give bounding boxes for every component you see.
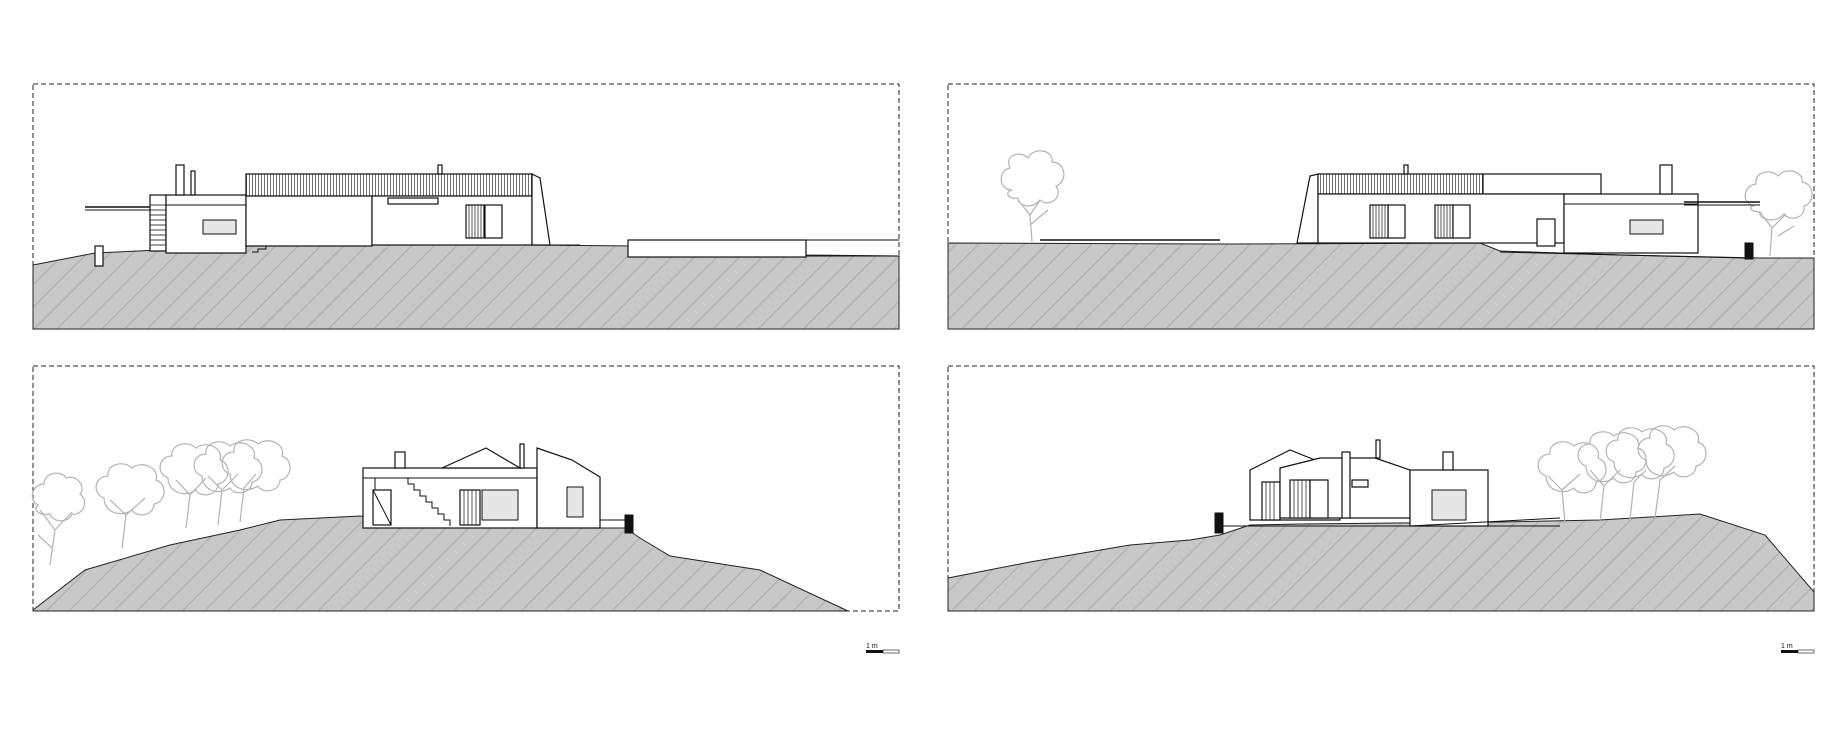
elevation-panel-top-right bbox=[947, 83, 1815, 330]
scale-bar-right: 1 m bbox=[1781, 643, 1815, 654]
tree-outline bbox=[1000, 150, 1065, 243]
house-elevation bbox=[1214, 439, 1561, 534]
house-elevation bbox=[1040, 164, 1760, 260]
scale-bar-left: 1 m bbox=[866, 643, 900, 654]
tree-outline bbox=[1744, 170, 1813, 257]
ground-section bbox=[947, 242, 1815, 330]
ground-section bbox=[947, 513, 1815, 612]
house-elevation bbox=[85, 164, 899, 267]
tree-outline bbox=[31, 439, 291, 566]
elevation-panel-bottom-right bbox=[947, 365, 1815, 612]
elevation-panel-top-left bbox=[32, 83, 900, 330]
tree-outline bbox=[1537, 425, 1707, 524]
ground-section bbox=[32, 515, 849, 612]
scale-bar-label: 1 m bbox=[1781, 643, 1793, 650]
elevation-panel-bottom-left bbox=[31, 365, 900, 612]
scale-bar-label: 1 m bbox=[866, 643, 878, 650]
house-elevation bbox=[362, 443, 634, 534]
